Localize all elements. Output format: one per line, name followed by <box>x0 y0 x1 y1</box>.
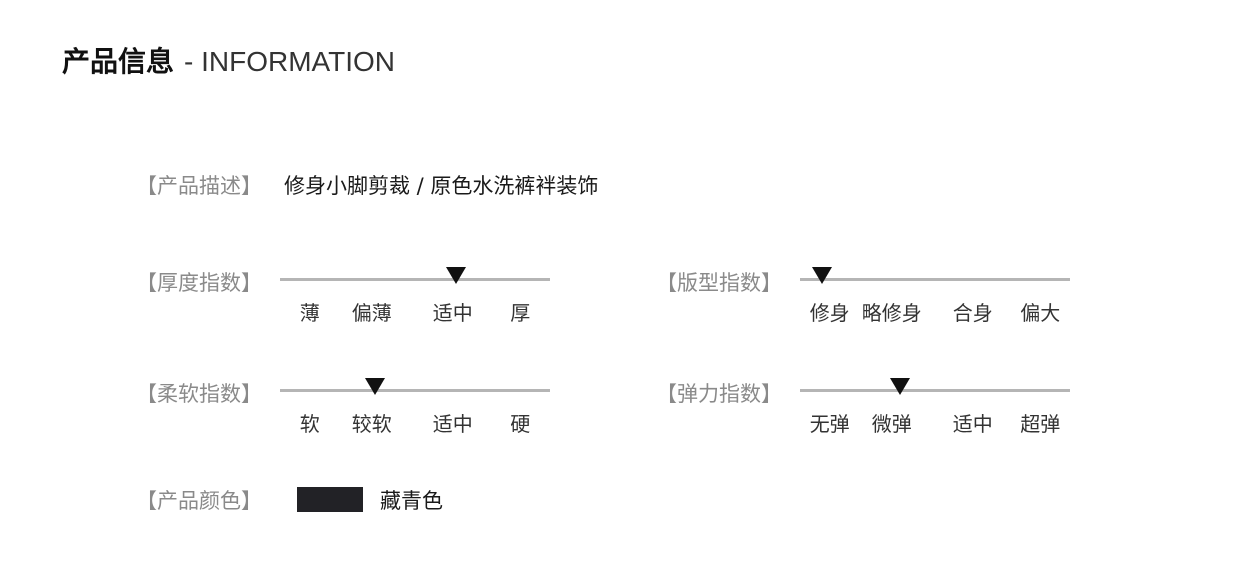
title-english: - INFORMATION <box>184 46 396 77</box>
thickness-marker-icon <box>445 267 466 284</box>
title-chinese: 产品信息 <box>62 45 175 78</box>
elasticity-option: 超弹 <box>1020 412 1061 436</box>
color-label: 【产品颜色】 <box>136 489 262 513</box>
softness-track <box>280 389 550 392</box>
description-label: 【产品描述】 <box>136 174 262 198</box>
description-value: 修身小脚剪裁 / 原色水洗裤袢装饰 <box>284 174 599 198</box>
softness-scale: 软 较软 适中 硬 <box>280 376 550 436</box>
softness-marker-icon <box>364 378 385 395</box>
elasticity-scale: 无弹 微弹 适中 超弹 <box>800 376 1070 436</box>
elasticity-option: 无弹 <box>809 412 850 436</box>
elasticity-option: 微弹 <box>871 412 912 436</box>
thickness-option: 适中 <box>432 301 473 325</box>
fit-label: 【版型指数】 <box>656 271 782 295</box>
softness-option: 适中 <box>432 412 473 436</box>
thickness-option: 薄 <box>299 301 320 325</box>
thickness-option: 厚 <box>510 301 531 325</box>
fit-option: 偏大 <box>1020 301 1061 325</box>
fit-option: 略修身 <box>861 301 922 325</box>
elasticity-option: 适中 <box>952 412 993 436</box>
fit-marker-icon <box>811 267 832 284</box>
color-name: 藏青色 <box>380 489 443 513</box>
fit-scale: 修身 略修身 合身 偏大 <box>800 265 1070 325</box>
fit-option: 修身 <box>809 301 850 325</box>
thickness-label: 【厚度指数】 <box>136 271 262 295</box>
elasticity-label: 【弹力指数】 <box>656 382 782 406</box>
elasticity-track <box>800 389 1070 392</box>
softness-label: 【柔软指数】 <box>136 382 262 406</box>
softness-option: 硬 <box>510 412 531 436</box>
thickness-track <box>280 278 550 281</box>
page-title: 产品信息 - INFORMATION <box>62 40 395 80</box>
elasticity-marker-icon <box>889 378 910 395</box>
softness-option: 软 <box>299 412 320 436</box>
thickness-option: 偏薄 <box>351 301 392 325</box>
fit-option: 合身 <box>952 301 993 325</box>
thickness-scale: 薄 偏薄 适中 厚 <box>280 265 550 325</box>
color-swatch <box>297 487 363 512</box>
softness-option: 较软 <box>351 412 392 436</box>
fit-track <box>800 278 1070 281</box>
